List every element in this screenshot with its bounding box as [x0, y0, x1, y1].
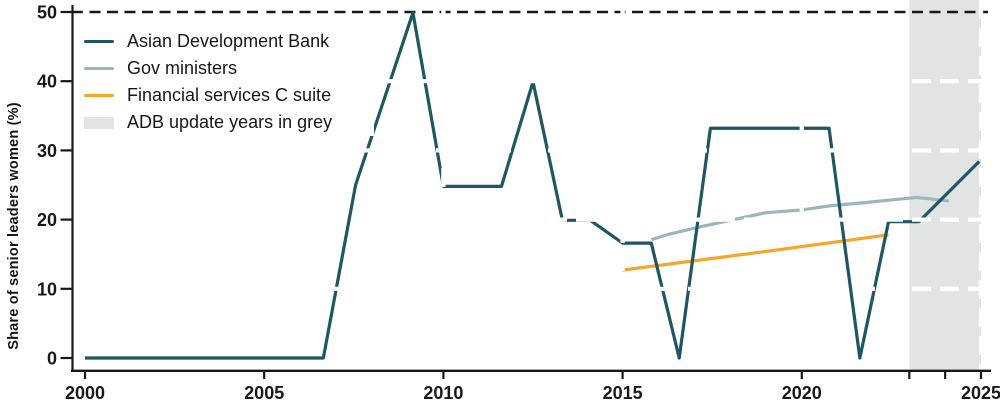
legend-label: Gov ministers — [127, 58, 238, 78]
x-tick-label-2020: 2020 — [782, 383, 822, 403]
x-tick-label-2025: 2025 — [961, 383, 1000, 403]
legend-item: ADB update years in grey — [84, 109, 374, 136]
y-tick-label-50: 50 — [37, 3, 57, 23]
y-tick-label-40: 40 — [37, 72, 57, 92]
x-tick-label-2005: 2005 — [244, 383, 284, 403]
legend-item: Financial services C suite — [84, 82, 374, 109]
legend-label: Asian Development Bank — [127, 31, 330, 51]
series-line-financial-services-c-suite — [622, 233, 889, 272]
legend-swatch-line — [84, 93, 114, 98]
x-tick-label-2010: 2010 — [423, 383, 463, 403]
legend-swatch-line — [84, 66, 114, 71]
x-tick-label-2015: 2015 — [603, 383, 643, 403]
y-axis-title: Share of senior leaders women (%) — [6, 102, 22, 350]
legend-label: ADB update years in grey — [127, 112, 333, 132]
y-tick-label-30: 30 — [37, 141, 57, 161]
legend-swatch-grey-box — [84, 116, 114, 129]
y-tick-label-20: 20 — [37, 210, 57, 230]
x-tick-label-2000: 2000 — [65, 383, 105, 403]
legend-swatch-line — [84, 39, 114, 44]
y-tick-label-0: 0 — [47, 349, 57, 369]
series-line-asian-development-bank — [85, 11, 981, 360]
update-years-region — [909, 0, 981, 371]
legend-item: Gov ministers — [84, 55, 374, 82]
legend-label: Financial services C suite — [127, 85, 332, 105]
y-tick-label-10: 10 — [37, 279, 57, 299]
legend-item: Asian Development Bank — [84, 28, 374, 55]
